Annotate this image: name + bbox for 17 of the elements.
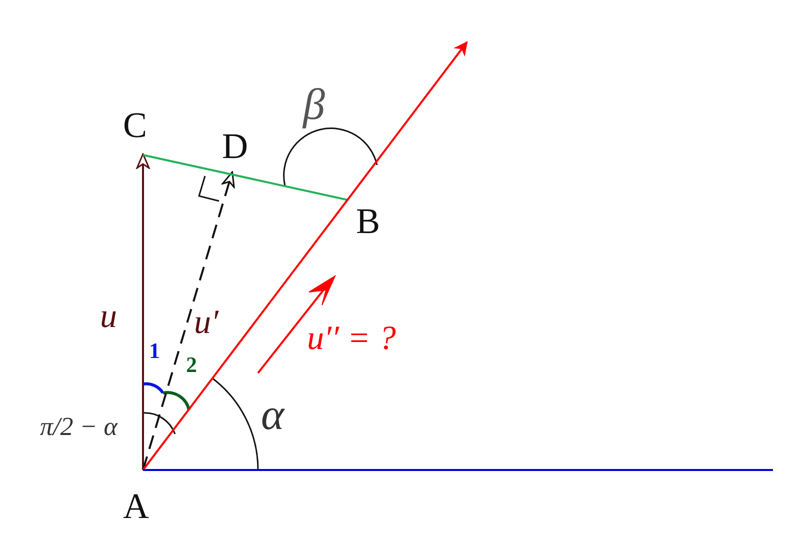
vector-label: u bbox=[100, 300, 117, 334]
line-segment bbox=[143, 469, 773, 471]
angle-label: π/2 − α bbox=[40, 414, 118, 440]
point-label: C bbox=[123, 107, 148, 143]
vector-arrow bbox=[136, 153, 150, 470]
angle-label: β bbox=[303, 83, 325, 127]
point-label: D bbox=[222, 128, 248, 164]
angle-number: 2 bbox=[186, 354, 197, 376]
angle-number: 1 bbox=[149, 340, 160, 362]
vector-arrow bbox=[142, 41, 468, 471]
point-label: B bbox=[356, 203, 380, 239]
angle-label: α bbox=[261, 393, 284, 437]
line-segment bbox=[142, 154, 348, 201]
vector-arrow bbox=[142, 171, 235, 470]
vector-label: u′′ = ? bbox=[307, 322, 396, 356]
point-label: A bbox=[123, 488, 149, 524]
vector-label: u′ bbox=[194, 306, 218, 340]
